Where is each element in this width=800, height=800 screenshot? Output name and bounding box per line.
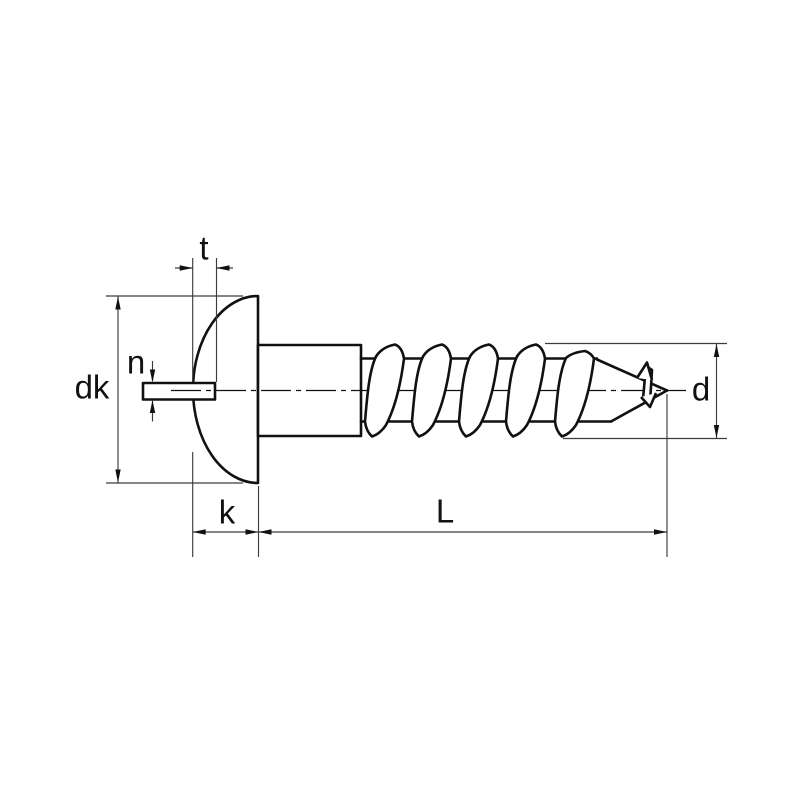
thread-turn (553, 349, 596, 438)
dim-k (192, 452, 260, 557)
screw-body (141, 294, 686, 485)
dim-L (258, 394, 668, 557)
tip-cone-bottom-edge (609, 389, 669, 423)
dim-t (175, 258, 233, 382)
tip-thread-crest-top (635, 361, 654, 381)
dim-n (149, 361, 156, 422)
screw-tip (595, 358, 669, 423)
dim-label-k: k (218, 493, 236, 531)
dim-label-d: d (691, 370, 711, 408)
dim-label-L: L (435, 492, 455, 530)
tip-thread-crest-bottom (640, 392, 658, 409)
dim-d (545, 342, 727, 440)
dim-label-t: t (199, 229, 209, 267)
screw-slot-outline (141, 381, 217, 401)
thread-turn (410, 343, 453, 438)
thread-turn (504, 343, 547, 438)
tip-cone-top-edge (595, 358, 669, 392)
thread-turns (363, 343, 596, 438)
dim-label-dk: dk (74, 368, 110, 406)
dim-dk (106, 295, 243, 484)
dim-label-n: n (126, 343, 146, 381)
thread-turn (363, 343, 406, 438)
thread-turn (457, 343, 500, 438)
dimension-graphics (106, 258, 727, 557)
